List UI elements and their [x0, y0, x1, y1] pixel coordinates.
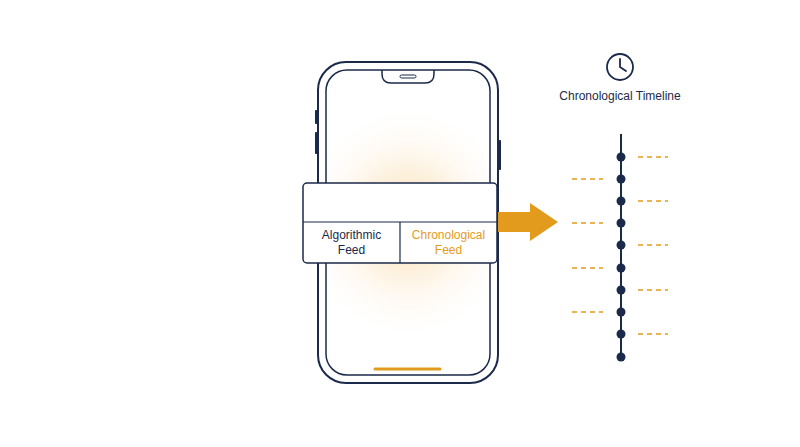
timeline-dot	[617, 197, 626, 206]
speaker	[400, 75, 416, 78]
clock-hands	[620, 59, 626, 71]
glow	[298, 102, 518, 342]
home-bar	[375, 368, 440, 371]
side-button	[315, 132, 318, 154]
timeline-dot	[617, 308, 626, 317]
side-button	[315, 110, 318, 124]
timeline-dot	[617, 175, 626, 184]
timeline-dot	[617, 330, 626, 339]
timeline-dot	[617, 353, 626, 362]
timeline-dash	[638, 156, 668, 157]
timeline-dash	[572, 267, 603, 268]
orange-arrow	[498, 203, 558, 241]
timeline-dash	[638, 244, 668, 245]
timeline-dash	[572, 178, 603, 179]
timeline-dash	[572, 222, 603, 223]
feed-option: Algorithmic Feed	[304, 223, 399, 262]
option-label: Chronological Feed	[405, 228, 492, 258]
timeline-dash	[638, 289, 668, 290]
timeline-dot	[617, 153, 626, 162]
clock-icon	[607, 54, 633, 80]
timeline-dot	[617, 264, 626, 273]
panel-divider	[399, 222, 400, 263]
feed-option-active: Chronological Feed	[401, 223, 496, 262]
timeline-dot	[617, 219, 626, 228]
option-label: Algorithmic Feed	[308, 228, 395, 258]
side-button	[498, 140, 501, 170]
timeline-dash	[572, 311, 603, 312]
timeline-title: Chronological Timeline	[555, 89, 685, 104]
timeline-dash	[638, 333, 668, 334]
timeline-dash	[638, 200, 668, 201]
timeline-dot	[617, 241, 626, 250]
timeline-dot	[617, 286, 626, 295]
phone-notch	[382, 70, 434, 83]
toggle-panel	[303, 183, 497, 263]
timeline-marks	[572, 153, 668, 362]
